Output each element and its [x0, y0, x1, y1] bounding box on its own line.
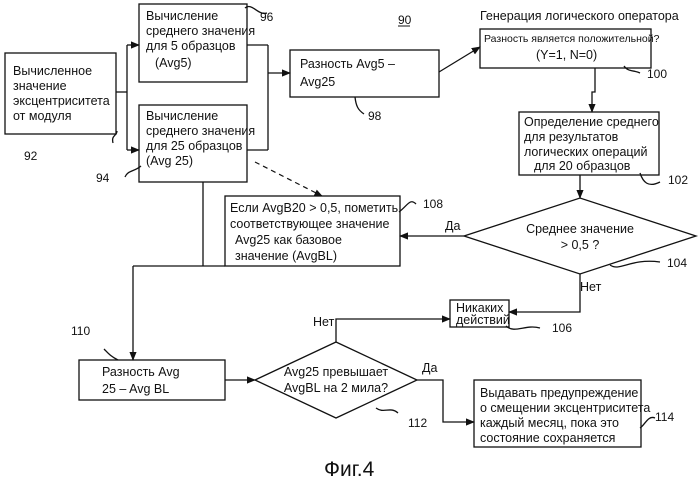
- avg25-block: Вычисление среднего значения для 25 обра…: [139, 105, 255, 182]
- eccentricity-value-line-4: от модуля: [13, 109, 71, 123]
- baseline-line-1: Если AvgB20 > 0,5, пометить: [230, 201, 398, 215]
- avg5-line-3: для 5 образцов: [146, 39, 236, 53]
- warning-line-1: Выдавать предупреждение: [480, 386, 638, 400]
- avg5-block: Вычисление среднего значения для 5 образ…: [139, 4, 255, 82]
- mean-logic-line-2: для результатов: [524, 130, 619, 144]
- leader-112: [376, 408, 398, 413]
- baseline-line-2: соответствующее значение: [230, 217, 390, 231]
- arrow-exceeds-no: [336, 319, 450, 342]
- leader-98: [355, 97, 364, 114]
- arrow-no-to-no-action: [509, 274, 580, 312]
- exceeds-yes-label: Да: [422, 361, 437, 375]
- difference-line-1: Разность Avg5 –: [300, 57, 395, 71]
- ref-104: 104: [667, 256, 687, 270]
- avg5-line-4: (Avg5): [155, 56, 192, 70]
- exceeds-no-label: Нет: [313, 315, 335, 329]
- exceeds-line-1: Avg25 превышает: [284, 365, 389, 379]
- figure-caption: Фиг.4: [324, 458, 375, 481]
- diff-bl-line-2: 25 – Avg BL: [102, 382, 169, 396]
- mean-logic-line-3: логических операций: [524, 145, 648, 159]
- ref-96: 96: [260, 10, 274, 24]
- logic-operator-block: Генерация логического оператора Разность…: [480, 9, 679, 68]
- mean-decision-no-label: Нет: [580, 280, 602, 294]
- ref-106: 106: [552, 321, 572, 335]
- mean-logic-block: Определение среднего для результатов лог…: [519, 112, 659, 175]
- ref-114: 114: [655, 410, 674, 424]
- diff-bl-line-1: Разность Avg: [102, 365, 180, 379]
- eccentricity-value-line-1: Вычисленное: [13, 64, 92, 78]
- ref-102: 102: [668, 173, 688, 187]
- warning-block: Выдавать предупреждение о смещении эксце…: [474, 380, 650, 447]
- arrow-dashed-to-baseline: [255, 162, 322, 196]
- eccentricity-value-line-2: значение: [13, 79, 67, 93]
- logic-operator-line-2: (Y=1, N=0): [536, 48, 597, 62]
- ref-112: 112: [408, 416, 427, 430]
- avg25-line-1: Вычисление: [146, 109, 218, 123]
- diff-bl-block: Разность Avg 25 – Avg BL: [79, 360, 225, 400]
- baseline-block: Если AvgB20 > 0,5, пометить соответствую…: [225, 196, 400, 266]
- avg5-line-2: среднего значения: [146, 24, 255, 38]
- mean-decision-diamond: Среднее значение > 0,5 ?: [464, 198, 696, 274]
- difference-block: Разность Avg5 – Avg25: [290, 50, 439, 97]
- figure-number: 90: [398, 13, 412, 27]
- eccentricity-value-line-3: эксцентриситета: [13, 94, 110, 108]
- warning-line-3: каждый месяц, пока это: [480, 416, 619, 430]
- baseline-line-4: значение (AvgBL): [235, 249, 337, 263]
- warning-line-4: состояние сохраняется: [480, 431, 615, 445]
- exceeds-diamond: Avg25 превышает AvgBL на 2 мила?: [255, 342, 417, 418]
- arrow-to-mean-logic: [592, 68, 595, 112]
- arrow-to-logic-operator: [439, 47, 480, 72]
- no-action-line-2: действий: [456, 313, 510, 327]
- ref-100: 100: [647, 67, 667, 81]
- mean-logic-line-1: Определение среднего: [524, 115, 659, 129]
- avg25-line-4: (Avg 25): [146, 154, 193, 168]
- avg25-line-3: для 25 образцов: [146, 139, 243, 153]
- mean-decision-yes-label: Да: [445, 219, 460, 233]
- no-action-block: Никаких действий: [450, 300, 510, 327]
- mean-decision-line-2: > 0,5 ?: [561, 238, 600, 252]
- logic-operator-title: Генерация логического оператора: [480, 9, 679, 23]
- exceeds-line-2: AvgBL на 2 мила?: [284, 381, 388, 395]
- difference-line-2: Avg25: [300, 75, 335, 89]
- warning-line-2: о смещении эксцентриситета: [480, 401, 650, 415]
- leader-108: [399, 202, 416, 212]
- ref-98: 98: [368, 109, 382, 123]
- leader-106: [506, 326, 540, 329]
- ref-110: 110: [71, 324, 90, 338]
- ref-92: 92: [24, 149, 38, 163]
- ref-108: 108: [423, 197, 443, 211]
- eccentricity-value-block: Вычисленное значение эксцентриситета от …: [5, 53, 116, 134]
- leader-114: [640, 417, 655, 428]
- ref-94: 94: [96, 171, 110, 185]
- avg5-line-1: Вычисление: [146, 9, 218, 23]
- avg25-line-2: среднего значения: [146, 124, 255, 138]
- leader-110: [104, 349, 118, 360]
- mean-decision-line-1: Среднее значение: [526, 222, 634, 236]
- baseline-line-3: Avg25 как базовое: [235, 233, 342, 247]
- logic-operator-line-1: Разность является положительной?: [484, 33, 660, 45]
- mean-logic-line-4: для 20 образцов: [534, 159, 631, 173]
